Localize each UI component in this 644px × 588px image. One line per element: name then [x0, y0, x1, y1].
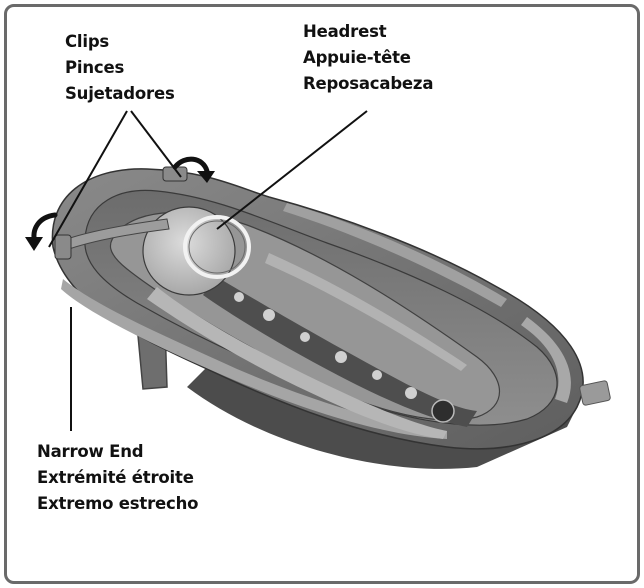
- clip-left: [55, 235, 71, 259]
- clips-leader-right: [131, 111, 181, 177]
- clips-label-en: Clips: [65, 29, 175, 55]
- brand-badge: [579, 380, 611, 405]
- headrest-label-fr: Appuie-tête: [303, 45, 433, 71]
- narrow-end-label: Narrow End Extrémité étroite Extremo est…: [37, 439, 198, 517]
- diagram-frame: Clips Pinces Sujetadores Headrest Appuie…: [4, 4, 640, 584]
- pattern-face: [432, 400, 454, 422]
- headrest-label: Headrest Appuie-tête Reposacabeza: [303, 19, 433, 97]
- headrest-label-en: Headrest: [303, 19, 433, 45]
- clips-label: Clips Pinces Sujetadores: [65, 29, 175, 107]
- headrest-label-es: Reposacabeza: [303, 71, 433, 97]
- narrow-end-label-en: Narrow End: [37, 439, 198, 465]
- clips-label-es: Sujetadores: [65, 81, 175, 107]
- clips-label-fr: Pinces: [65, 55, 175, 81]
- narrow-end-label-es: Extremo estrecho: [37, 491, 198, 517]
- narrow-end-label-fr: Extrémité étroite: [37, 465, 198, 491]
